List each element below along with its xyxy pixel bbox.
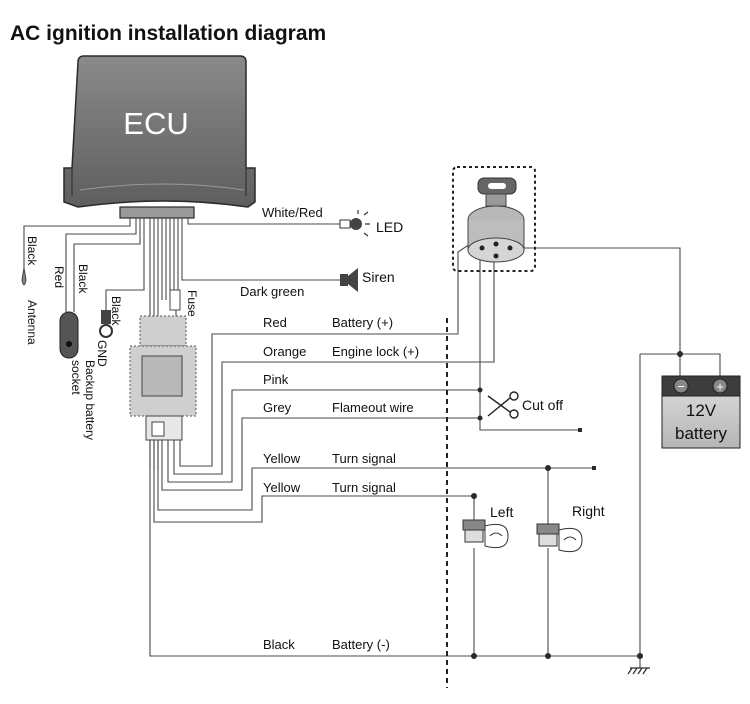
siren-label: Siren bbox=[362, 269, 395, 285]
battery-name-label: battery bbox=[675, 424, 727, 443]
led-label: LED bbox=[376, 219, 403, 235]
wire-color-label: Orange bbox=[263, 344, 306, 359]
backup-socket-label-1: Backup battery bbox=[83, 360, 97, 440]
fuse-icon bbox=[169, 289, 181, 311]
ecu-label: ECU bbox=[123, 106, 188, 141]
wire-color-label: Black bbox=[263, 637, 295, 652]
gnd-icon bbox=[99, 310, 113, 338]
wire-function-label: Turn signal bbox=[332, 480, 396, 495]
scissors-icon bbox=[487, 391, 519, 419]
wire-color-label: Grey bbox=[263, 400, 292, 415]
wire-function-label: Turn signal bbox=[332, 451, 396, 466]
wire-color-label: Yellow bbox=[263, 451, 301, 466]
wires bbox=[23, 218, 721, 668]
antenna-wire-label: Black bbox=[25, 236, 39, 266]
wire-color-label: Pink bbox=[263, 372, 289, 387]
junction-dots bbox=[471, 351, 683, 659]
wire-function-label: Battery (+) bbox=[332, 315, 393, 330]
backup-black-label: Black bbox=[76, 264, 90, 294]
wire-color-label: Yellow bbox=[263, 480, 301, 495]
wire-color-label: Red bbox=[263, 315, 287, 330]
gnd-label: GND bbox=[95, 340, 109, 367]
harness-connector bbox=[129, 289, 197, 441]
wire-function-label: Flameout wire bbox=[332, 400, 414, 415]
battery-voltage-label: 12V bbox=[686, 401, 717, 420]
left-lamp-label: Left bbox=[490, 504, 513, 520]
led-wire-label: White/Red bbox=[262, 205, 323, 220]
ecu-unit: ECU bbox=[63, 55, 256, 219]
antenna-icon bbox=[21, 267, 27, 286]
backup-socket-label-2: socket bbox=[69, 360, 83, 395]
gnd-wire-label: Black bbox=[109, 296, 123, 326]
backup-socket-icon bbox=[59, 311, 79, 359]
diagram-title: AC ignition installation diagram bbox=[10, 22, 327, 45]
ignition-switch bbox=[452, 166, 536, 272]
harness-labels: Red Battery (+) Orange Engine lock (+) P… bbox=[263, 315, 419, 652]
siren-wire-label: Dark green bbox=[240, 284, 304, 299]
wire-function-label: Battery (-) bbox=[332, 637, 390, 652]
antenna-label: Antenna bbox=[25, 300, 39, 345]
battery-pos-label: + bbox=[716, 379, 724, 394]
led-icon bbox=[339, 210, 370, 237]
battery-neg-label: − bbox=[677, 379, 685, 394]
right-lamp-icon bbox=[536, 523, 583, 553]
wire-function-label: Engine lock (+) bbox=[332, 344, 419, 359]
backup-red-label: Red bbox=[52, 266, 66, 288]
ground-symbol bbox=[627, 667, 650, 675]
right-lamp-label: Right bbox=[572, 503, 605, 519]
siren-icon bbox=[340, 268, 358, 292]
battery-icon: − + 12V battery bbox=[661, 375, 741, 449]
left-lamp-icon bbox=[462, 519, 509, 549]
fuse-label: Fuse bbox=[185, 290, 199, 317]
cut-off-label: Cut off bbox=[522, 397, 563, 413]
